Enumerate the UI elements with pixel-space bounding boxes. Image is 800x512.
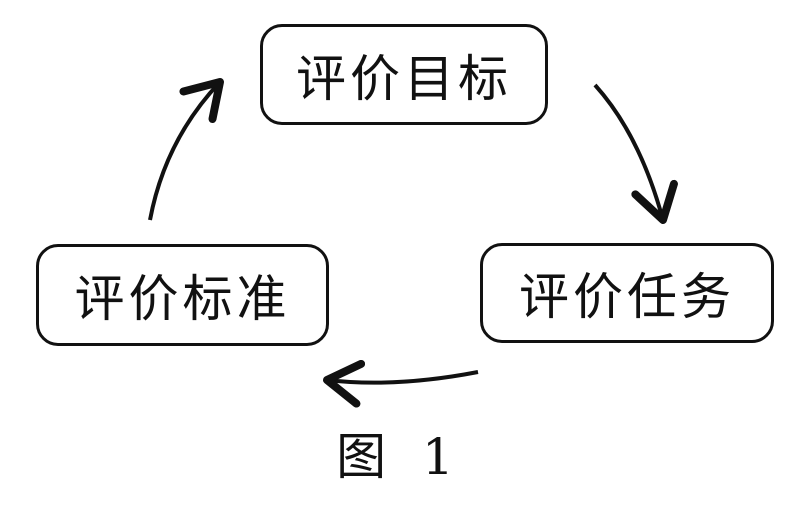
arrow-goal-to-task xyxy=(593,83,678,224)
node-evaluation-goal: 评价目标 xyxy=(260,24,548,125)
node-evaluation-goal-label: 评价目标 xyxy=(296,49,512,108)
figure-caption: 图 1 xyxy=(336,428,464,486)
node-evaluation-standard: 评价标准 xyxy=(36,244,329,346)
arrow-standard-to-goal xyxy=(148,78,224,221)
node-evaluation-task-label: 评价任务 xyxy=(519,268,735,326)
node-evaluation-standard-label: 评价标准 xyxy=(74,270,291,328)
arrow-task-to-standard xyxy=(323,359,479,408)
node-evaluation-task: 评价任务 xyxy=(480,243,774,343)
